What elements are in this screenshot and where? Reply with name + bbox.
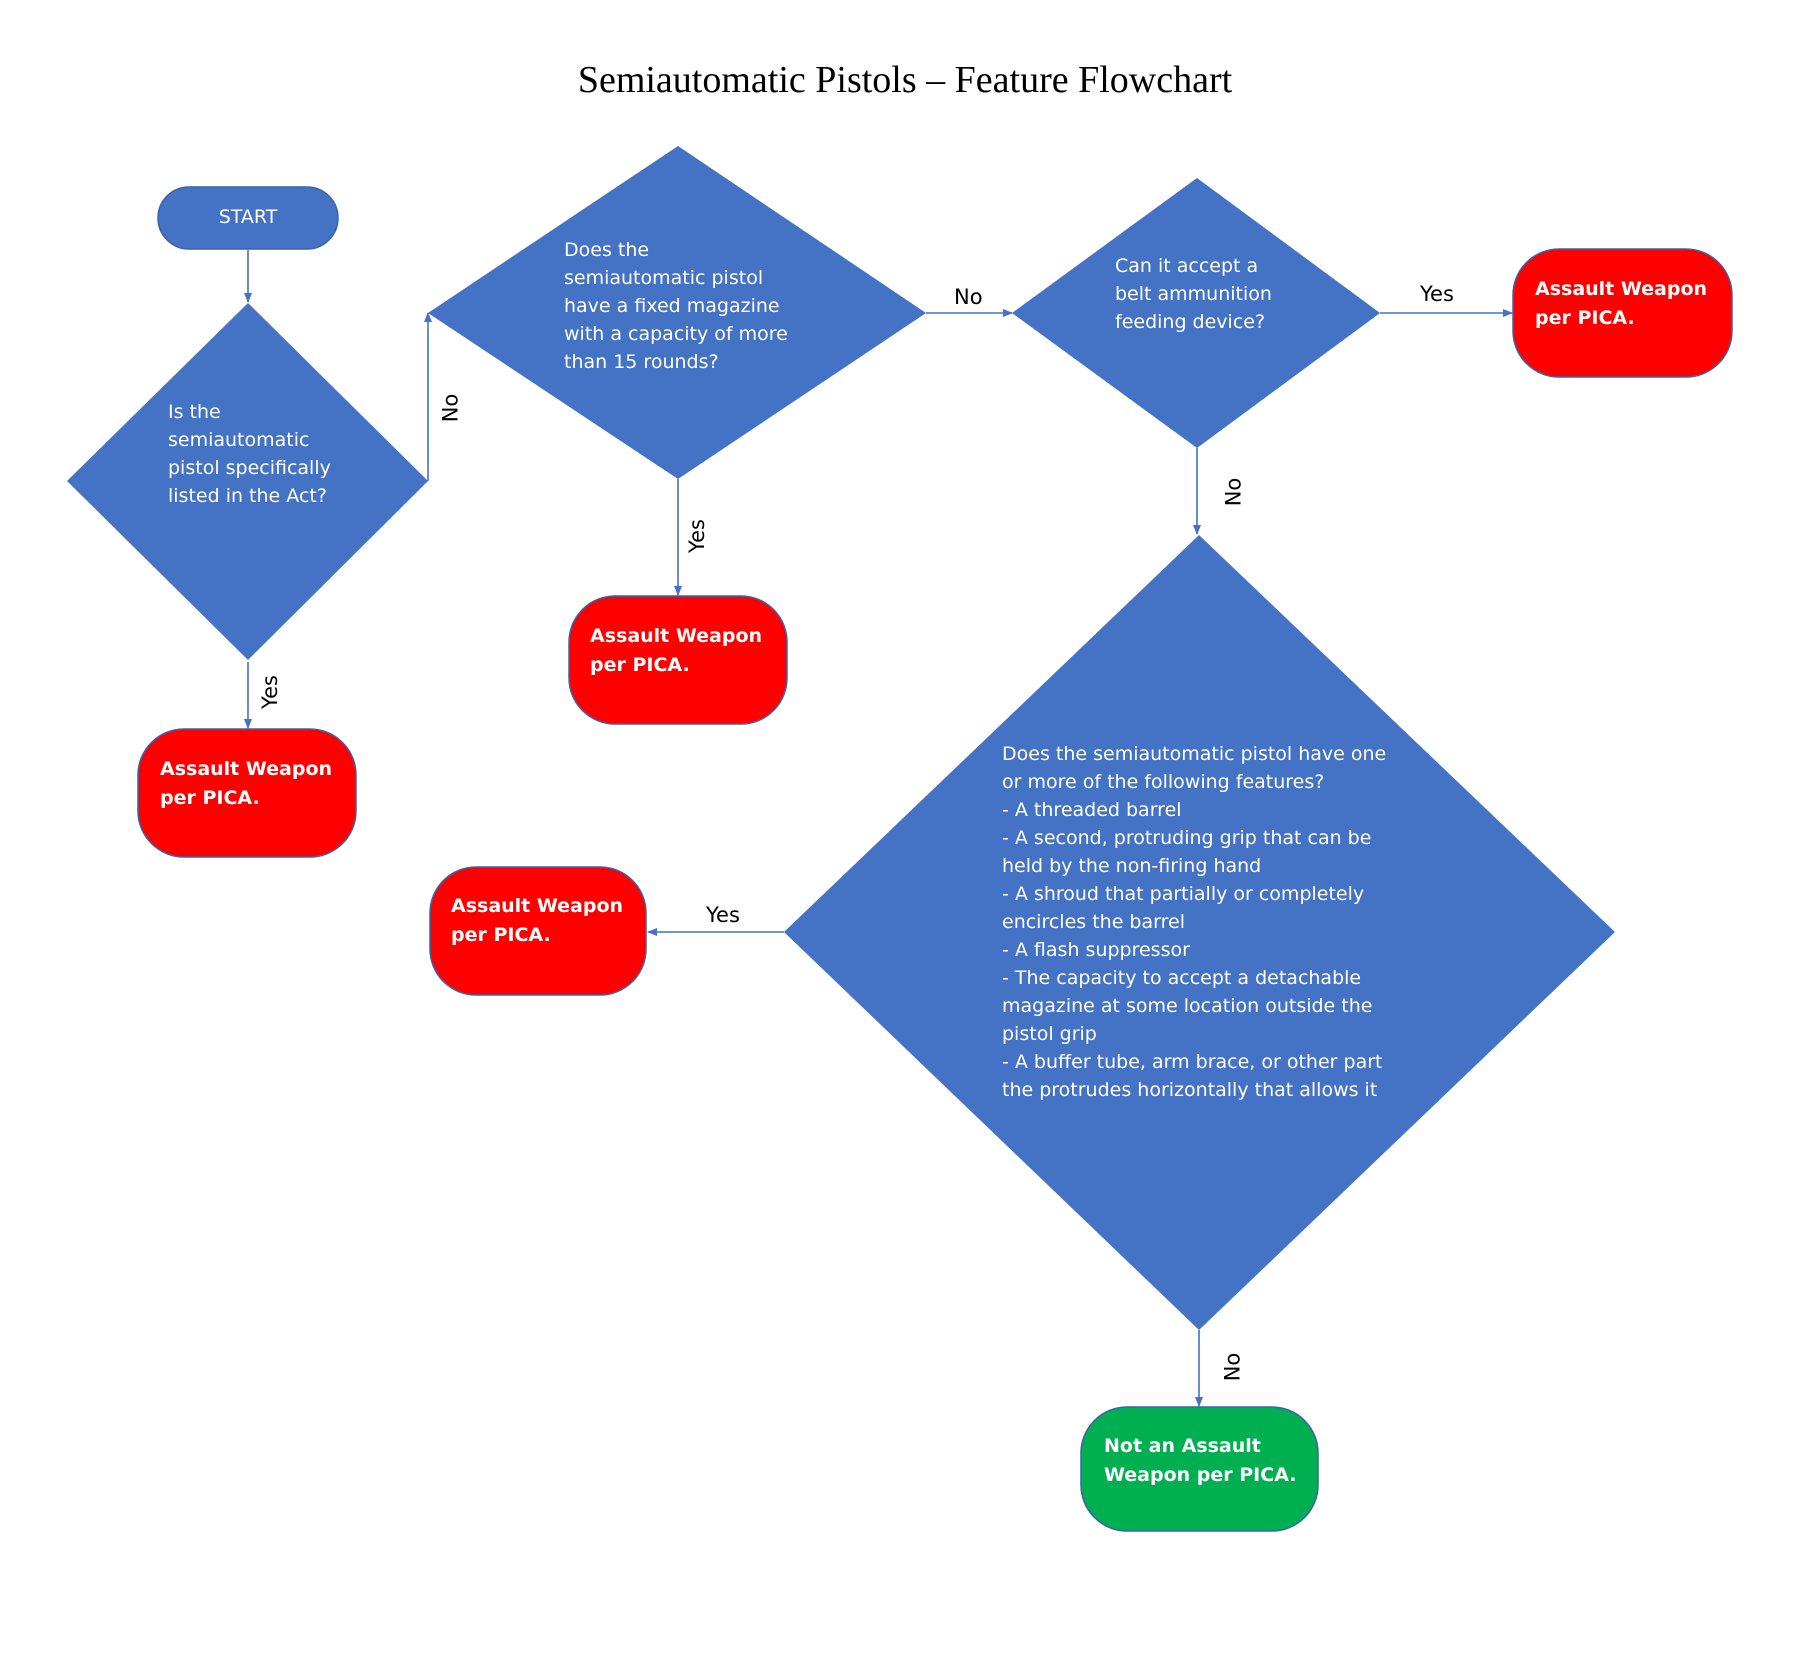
question-listed-text: Is the semiautomatic pistol specifically… — [168, 401, 331, 507]
start-terminal — [157, 186, 339, 250]
edge-label-fixed-yes: Yes — [684, 519, 709, 553]
edge-label-listed-no: No — [438, 393, 463, 423]
edge-label-features-yes: Yes — [706, 903, 740, 927]
assault-label-2: Assault Weapon per PICA. — [590, 625, 763, 676]
edge-label-features-no: No — [1220, 1352, 1245, 1382]
question-features-text: Does the semiautomatic pistol have one o… — [1002, 743, 1387, 1101]
decision-listed-diamond — [67, 303, 428, 660]
assault-terminal-1 — [137, 728, 357, 858]
question-belt-feed-text: Can it accept a belt ammunition feeding … — [1115, 255, 1272, 333]
edge-label-listed-yes: Yes — [257, 675, 282, 709]
assault-terminal-3 — [1512, 248, 1733, 378]
edge-label-belt-yes: Yes — [1420, 282, 1454, 306]
assault-label-3: Assault Weapon per PICA. — [1535, 278, 1708, 329]
assault-terminal-2 — [568, 595, 788, 725]
not-assault-terminal — [1080, 1406, 1319, 1532]
diagram-title: Semiautomatic Pistols – Feature Flowchar… — [577, 59, 1233, 101]
decision-belt-feed-diamond — [1012, 178, 1380, 448]
connectors — [244, 250, 1513, 1407]
assault-label-4: Assault Weapon per PICA. — [451, 895, 624, 946]
assault-terminal-4 — [429, 866, 647, 996]
assault-label-1: Assault Weapon per PICA. — [160, 758, 333, 809]
question-fixed-magazine-text: Does the semiautomatic pistol have a fix… — [564, 239, 788, 373]
edge-label-fixed-no: No — [954, 285, 983, 309]
start-label: START — [218, 206, 278, 228]
edge-label-belt-no: No — [1221, 477, 1246, 507]
decision-fixed-magazine-diamond — [428, 146, 926, 479]
not-assault-label: Not an Assault Weapon per PICA. — [1104, 1435, 1297, 1486]
decision-features-diamond — [784, 535, 1615, 1330]
